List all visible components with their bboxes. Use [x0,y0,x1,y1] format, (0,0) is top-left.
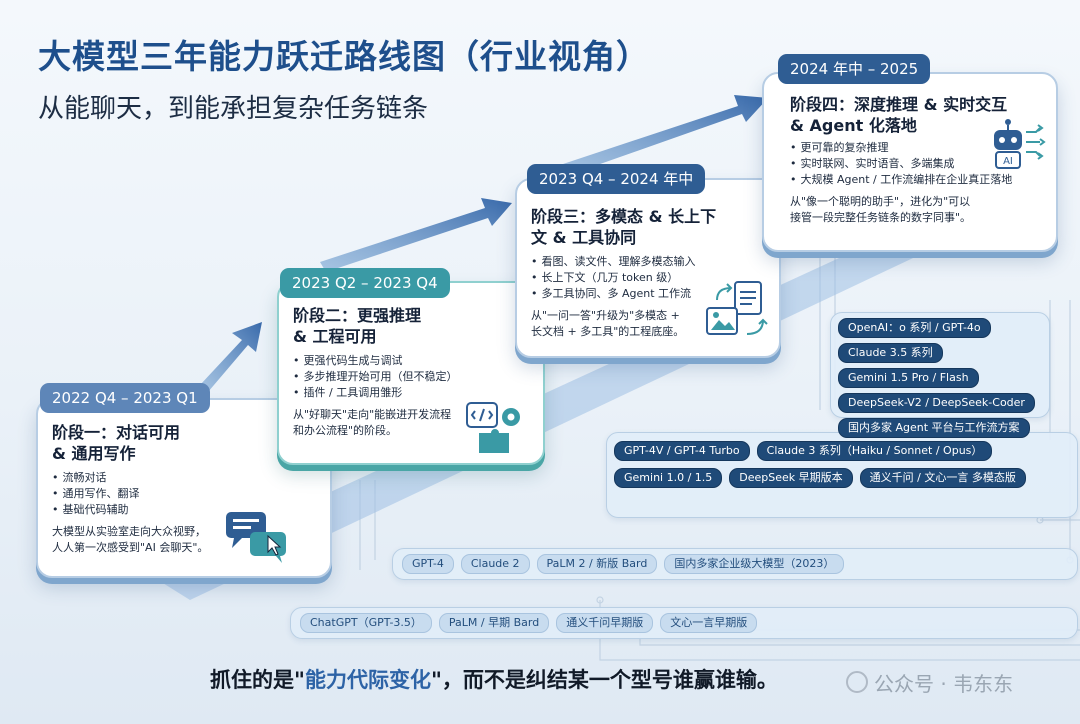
model-chip: 通义千问早期版 [556,613,654,633]
watermark-text: 公众号 · 韦东东 [874,672,1014,696]
stage-period-badge: 2023 Q4 – 2024 年中 [527,164,706,194]
stage-card-3: 阶段三：多模态 & 长上下 文 & 工具协同 看图、读文件、理解多模态输入 长上… [515,178,781,358]
models-chips-stage3: GPT-4V / GPT-4 Turbo Claude 3 系列（Haiku /… [614,441,1054,488]
stage-bullets: 流畅对话 通用写作、翻译 基础代码辅助 [52,470,140,518]
image-document-icon [706,281,768,335]
bullet-item: 长上下文（几万 token 级） [531,270,696,286]
bullet-item: 大规模 Agent / 工作流编排在企业真正落地 [790,172,1013,188]
model-chip: Gemini 1.0 / 1.5 [614,468,723,488]
wechat-icon [846,671,868,693]
stage-note: 从"好聊天"走向"能嵌进开发流程 和办公流程"的阶段。 [293,408,452,437]
model-chip: 国内多家 Agent 平台与工作流方案 [838,418,1030,438]
step-arrows [200,95,768,392]
stage-card-4: 阶段四：深度推理 & 实时交互 & Agent 化落地 更可靠的复杂推理 实时联… [762,72,1058,252]
code-gear-puzzle-icon [466,402,520,453]
stage-title: 阶段一：对话可用 & 通用写作 [52,423,181,463]
model-chip: DeepSeek 早期版本 [729,468,853,488]
model-chip: OpenAI：o 系列 / GPT-4o [838,318,991,338]
model-chip: 文心一言早期版 [660,613,758,633]
ai-robot-icon: AI [994,119,1046,169]
model-chip: GPT-4 [402,554,454,574]
stage-period-badge: 2023 Q2 – 2023 Q4 [280,268,450,298]
model-chip: ChatGPT（GPT-3.5） [300,613,432,633]
watermark: 公众号 · 韦东东 [846,668,1013,697]
bullet-item: 更强代码生成与调试 [293,353,458,369]
ai-robot-icon-label: AI [1003,156,1013,167]
stage-note: 大模型从实验室走向大众视野， 人人第一次感受到"AI 会聊天"。 [52,525,209,554]
footer-message: 抓住的是"能力代际变化"，而不是纠结某一个型号谁赢谁输。 [210,664,778,694]
footer-prefix: 抓住的是" [210,668,305,692]
stage-period-badge: 2024 年中 – 2025 [778,54,931,84]
page-subtitle: 从能聊天，到能承担复杂任务链条 [38,94,429,124]
stage-title: 阶段三：多模态 & 长上下 文 & 工具协同 [531,207,717,247]
model-chip: 通义千问 / 文心一言 多模态版 [859,468,1026,488]
bullet-item: 看图、读文件、理解多模态输入 [531,254,696,270]
stage-note: 从"一问一答"升级为"多模态 + 长文档 + 多工具"的工程底座。 [531,309,685,338]
stage-bullets: 更可靠的复杂推理 实时联网、实时语音、多端集成 大规模 Agent / 工作流编… [790,140,1013,188]
bullet-item: 多工具协同、多 Agent 工作流 [531,286,696,302]
bullet-item: 流畅对话 [52,470,140,486]
footer-highlight: 能力代际变化 [304,668,431,692]
model-chip: PaLM 2 / 新版 Bard [536,554,658,574]
page-title: 大模型三年能力跃迁路线图（行业视角） [38,37,650,76]
model-chip: Gemini 1.5 Pro / Flash [838,368,979,388]
model-chip: Claude 3 系列（Haiku / Sonnet / Opus） [756,441,993,461]
model-chip: 国内多家企业级大模型（2023） [664,554,845,574]
models-chips-stage1: ChatGPT（GPT-3.5） PaLM / 早期 Bard 通义千问早期版 … [300,613,1070,633]
stage-title: 阶段四：深度推理 & 实时交互 & Agent 化落地 [790,95,1008,135]
bullet-item: 实时联网、实时语音、多端集成 [790,156,1012,172]
model-chip: Claude 2 [460,554,530,574]
model-chip: GPT-4V / GPT-4 Turbo [614,441,750,461]
stage-title: 阶段二：更强推理 & 工程可用 [293,306,422,346]
model-chip: PaLM / 早期 Bard [438,613,550,633]
model-chip: Claude 3.5 系列 [838,343,943,363]
bullet-item: 多步推理开始可用（但不稳定） [293,369,458,385]
stage-bullets: 更强代码生成与调试 多步推理开始可用（但不稳定） 插件 / 工具调用雏形 [293,353,458,401]
footer-suffix: "，而不是纠结某一个型号谁赢谁输。 [430,668,778,692]
bullet-item: 通用写作、翻译 [52,486,140,502]
bullet-item: 基础代码辅助 [52,502,140,518]
models-chips-stage4: OpenAI：o 系列 / GPT-4o Claude 3.5 系列 Gemin… [838,318,1042,438]
stage-card-2: 阶段二：更强推理 & 工程可用 更强代码生成与调试 多步推理开始可用（但不稳定）… [277,281,545,465]
bullet-item: 更可靠的复杂推理 [790,140,1012,156]
chat-bubbles-icon [226,512,286,563]
stage-period-badge: 2022 Q4 – 2023 Q1 [40,383,210,413]
models-chips-stage2: GPT-4 Claude 2 PaLM 2 / 新版 Bard 国内多家企业级大… [402,554,1062,574]
stage-note: 从"像一个聪明的助手"，进化为"可以 接管一段完整任务链条的数字同事"。 [790,195,972,224]
stage-bullets: 看图、读文件、理解多模态输入 长上下文（几万 token 级） 多工具协同、多 … [531,254,696,302]
model-chip: DeepSeek-V2 / DeepSeek-Coder [838,393,1035,413]
bullet-item: 插件 / 工具调用雏形 [293,385,458,401]
